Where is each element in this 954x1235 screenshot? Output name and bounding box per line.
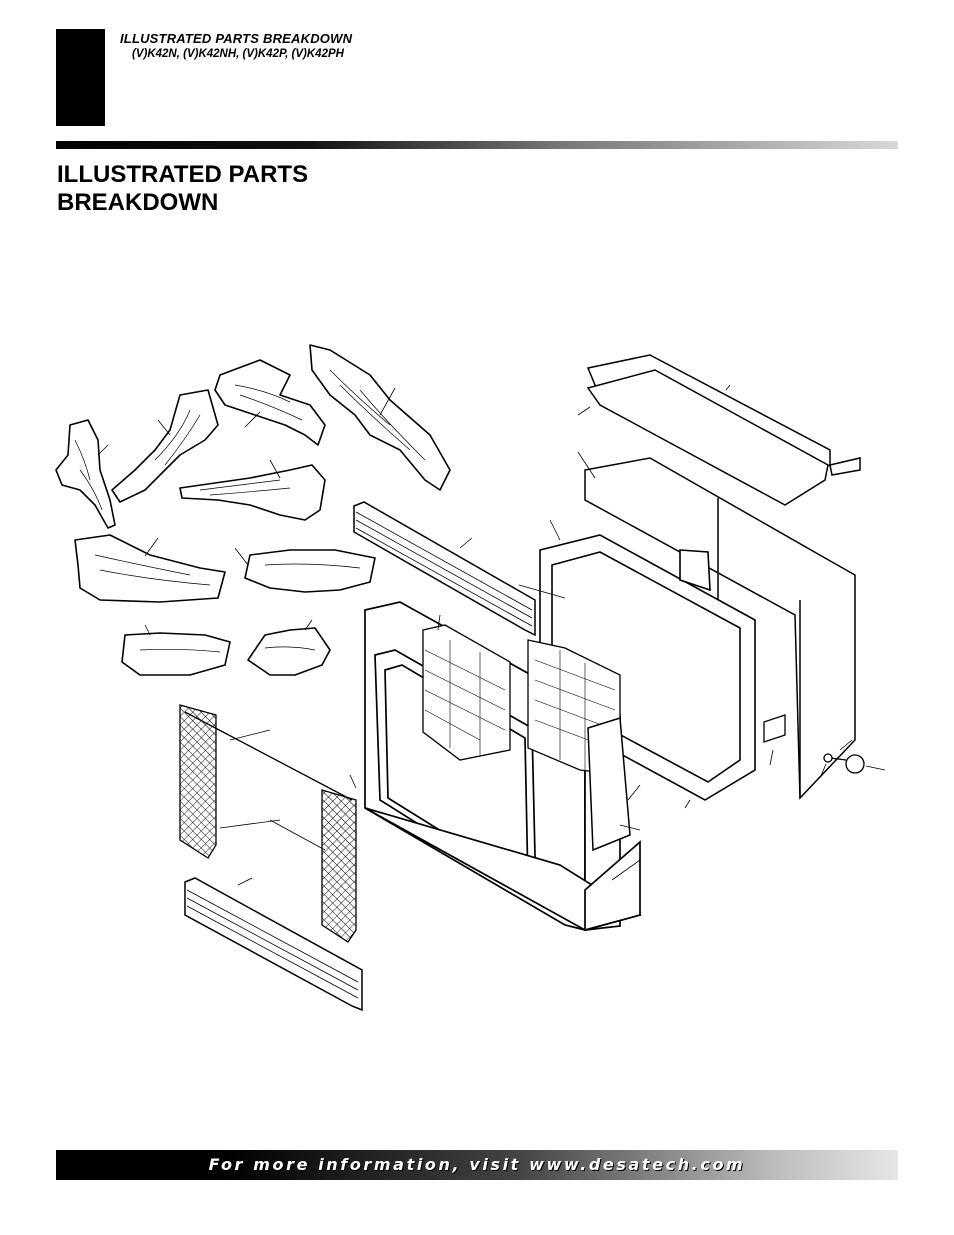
log-3	[214, 359, 326, 446]
log-7	[244, 549, 376, 593]
log-2	[111, 389, 219, 503]
header-divider-rule	[56, 141, 898, 149]
exploded-parts-diagram	[55, 344, 886, 1012]
header-section-title: ILLUSTRATED PARTS BREAKDOWN	[120, 31, 353, 46]
footer-bar: For more information, visit www.desatech…	[56, 1150, 898, 1180]
log-1	[55, 419, 116, 529]
section-tab-block	[56, 29, 105, 126]
log-6	[74, 534, 226, 603]
header-model-numbers: (V)K42N, (V)K42NH, (V)K42P, (V)K42PH	[132, 48, 344, 60]
footer-website-link[interactable]: For more information, visit www.desatech…	[208, 1155, 746, 1174]
log-8	[121, 632, 231, 676]
log-9	[247, 627, 331, 676]
log-5	[179, 464, 326, 521]
page-title: ILLUSTRATED PARTS BREAKDOWN	[57, 161, 309, 216]
log-4	[309, 344, 451, 491]
